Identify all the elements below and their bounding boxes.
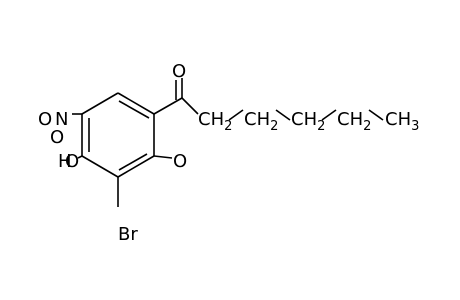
ch3-group: CH3 [385,109,419,134]
chain-bond-4 [368,109,384,121]
bond-ring-to-hydroxy-left [77,155,83,159]
bond-ring-to-hydroxy-right [153,155,173,159]
ring-bond-bottom-right [117,155,155,178]
ch2-group-3: CH2 [291,109,325,134]
ring-double-bond-inner-top [118,100,150,119]
carbonyl-oxygen-label: O [172,61,186,82]
hydroxy-hydrogen-label: H [58,151,72,172]
hydroxy-group-left: H O [58,151,83,172]
alkyl-chain: CH2 CH2 CH2 CH2 CH3 [198,109,419,134]
ring-bond-top-left [81,92,119,115]
subscript-digit: 2 [270,119,278,134]
hydroxy-group-right: O [153,151,187,172]
ketone-group: O [153,61,199,115]
subscript-digit: 3 [411,119,419,134]
bond-ring-to-carbonyl [153,97,183,115]
hydroxy-oxygen-label-left: O [65,151,79,172]
ch2-group-4: CH2 [337,109,371,134]
ring-bond-top-right [117,92,155,115]
chain-bond-1 [228,109,244,121]
subscript-digit: 2 [363,119,371,134]
nitro-oxygen-label-2: O [50,127,64,148]
ch2-group-2: CH2 [244,109,278,134]
nitro-group: O N O [38,109,82,148]
nitro-nitrogen-label: N [55,109,68,130]
bromine-label: Br [118,224,138,245]
subscript-digit: 2 [317,119,325,134]
chain-bond-2 [275,109,291,121]
ch2-group-1: CH2 [198,109,232,134]
bromine-substituent: Br [117,177,138,245]
bond-carbonyl-to-chain [181,97,199,115]
hydroxy-oxygen-label-right: O [173,151,187,172]
ring-bond-bottom-left [81,155,119,178]
benzene-ring [81,92,155,178]
nitro-oxygen-label-1: O [38,109,52,130]
chain-bond-3 [321,109,337,121]
ring-double-bond-inner-bottom [118,153,148,171]
subscript-digit: 2 [224,119,232,134]
